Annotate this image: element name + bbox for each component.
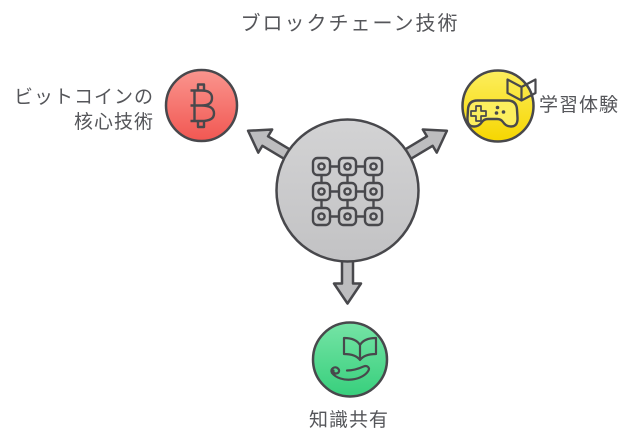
node-knowledge-sharing bbox=[311, 321, 389, 398]
center-node bbox=[275, 118, 420, 263]
hand-icon bbox=[330, 364, 370, 381]
label-bitcoin-core: ビットコインの 核心技術 bbox=[13, 87, 154, 133]
label-learning-experience: 学習体験 bbox=[539, 95, 620, 116]
gamepad-icon bbox=[466, 99, 519, 128]
blockchain-grid-icon bbox=[311, 156, 384, 227]
node-learning-experience bbox=[461, 69, 537, 143]
node-bitcoin-core bbox=[164, 68, 239, 143]
book-icon bbox=[506, 78, 537, 102]
bitcoin-icon bbox=[190, 83, 216, 129]
label-knowledge-sharing: 知識共有 bbox=[308, 410, 390, 431]
open-book-icon bbox=[342, 336, 378, 362]
gamepad-buttons-dots bbox=[494, 105, 506, 115]
diagram-title: ブロックチェーン技術 bbox=[240, 13, 460, 35]
dpad-plus-icon bbox=[470, 105, 487, 122]
knowledge-node-circle bbox=[311, 321, 389, 398]
center-node-circle bbox=[275, 118, 420, 263]
